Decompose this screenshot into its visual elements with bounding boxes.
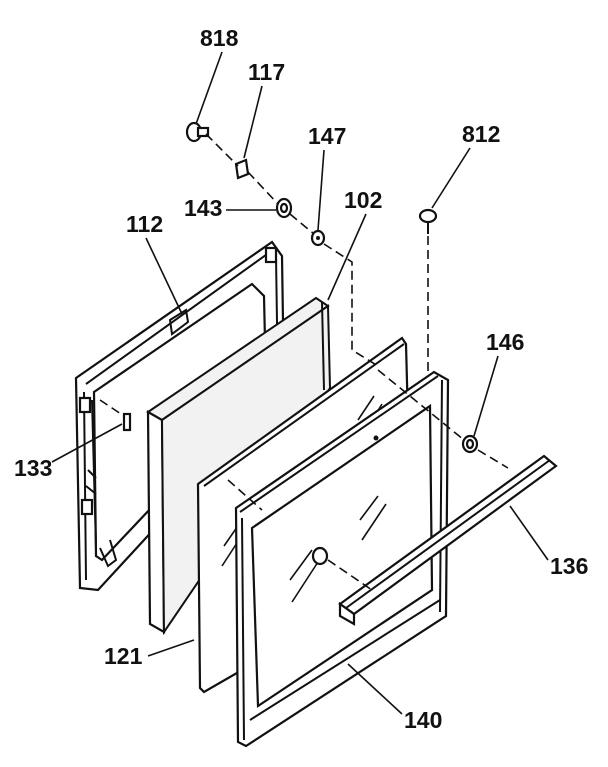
leader-lines xyxy=(51,51,549,715)
door-handle xyxy=(338,454,558,626)
label-812: 812 xyxy=(462,121,500,147)
assembly-lines xyxy=(99,133,509,591)
label-146: 146 xyxy=(486,329,524,355)
hardware-parts xyxy=(122,121,479,566)
label-140: 140 xyxy=(404,707,442,733)
part-labels: 818 117 147 812 143 102 112 146 133 136 … xyxy=(14,25,588,733)
label-121: 121 xyxy=(104,643,143,669)
label-147: 147 xyxy=(308,123,346,149)
label-102: 102 xyxy=(344,187,382,213)
label-117: 117 xyxy=(248,59,285,85)
label-818: 818 xyxy=(200,25,239,51)
label-133: 133 xyxy=(14,455,52,481)
label-112: 112 xyxy=(126,211,163,237)
outer-door-frame xyxy=(234,370,450,748)
label-136: 136 xyxy=(550,553,588,579)
label-143: 143 xyxy=(184,195,222,221)
